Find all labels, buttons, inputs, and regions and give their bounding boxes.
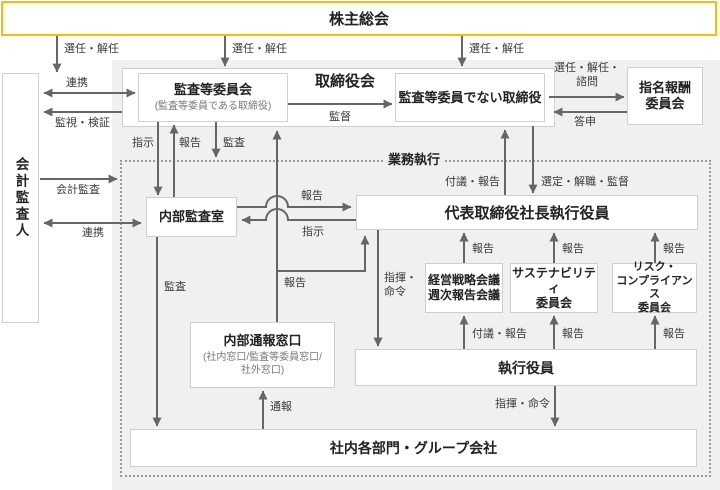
committee-3-line2: コンプライアンス [616, 274, 693, 301]
risk-compliance-committee-box: リスク・ コンプライアンス 委員会 [612, 261, 697, 314]
label-audit-1: 監査 [223, 137, 245, 149]
label-instruct-horizontal: 指示 [302, 226, 324, 238]
label-report-exec-2: 報告 [562, 328, 584, 340]
label-select-dismiss-supervise: 選定・解職・監督 [541, 176, 629, 188]
label-report-exec-3: 報告 [663, 328, 685, 340]
audit-committee-box: 監査等委員会 (監査等委員である取締役) [138, 73, 288, 122]
internal-audit-office-box: 内部監査室 [146, 197, 237, 237]
audit-committee-title: 監査等委員会 [173, 82, 252, 97]
ceo-label: 代表取締役社長執行役員 [444, 205, 610, 222]
label-report-committee-1: 報告 [472, 243, 494, 255]
label-report-committee-3: 報告 [663, 243, 685, 255]
ceo-box: 代表取締役社長執行役員 [356, 195, 698, 230]
label-consult-line2: 諮問 [576, 76, 598, 88]
label-accounting-audit: 会計監査 [56, 184, 100, 196]
label-appoint-dismiss-2: 選任・解任 [232, 43, 287, 55]
executive-officers-label: 執行役員 [498, 359, 554, 376]
committee-3-line1: リスク・ [632, 261, 677, 273]
accounting-auditor-label: 会計監査人 [13, 156, 29, 240]
internal-audit-office-label: 内部監査室 [158, 209, 224, 224]
committee-3-line3: 委員会 [638, 301, 671, 314]
label-instruct-1: 指示 [132, 137, 154, 149]
label-monitor-verify: 監視・検証 [55, 117, 110, 129]
label-cooperation-top: 連携 [66, 77, 88, 89]
audit-committee-subtitle: (監査等委員である取締役) [154, 101, 272, 112]
label-appoint-dismiss-1: 選任・解任 [64, 43, 119, 55]
whistleblowing-subtitle-line2: 社外窓口) [240, 365, 285, 376]
executive-officers-box: 執行役員 [355, 349, 697, 386]
label-reply: 答申 [574, 116, 596, 128]
shareholders-meeting-box: 株主総会 [1, 1, 717, 36]
label-whistle-report: 報告 [284, 277, 306, 289]
nomination-committee-line1: 指名報酬 [638, 80, 691, 95]
label-command-1-line1: 指揮・ [384, 272, 417, 284]
departments-group-companies-box: 社内各部門・グループ会社 [130, 429, 697, 467]
committee-2-line2: 委員会 [535, 295, 572, 310]
label-report-1: 報告 [179, 137, 201, 149]
label-cooperation-bottom: 連携 [82, 227, 104, 239]
arrow-whistle-report-branch [277, 235, 370, 272]
non-audit-directors-label: 監査等委員でない取締役 [398, 89, 542, 105]
committee-2-line1: サステナビリティ [512, 265, 596, 295]
management-strategy-meeting-box: 経営戦略会議 週次報告会議 [425, 263, 503, 313]
committee-1-line2: 週次報告会議 [427, 288, 500, 302]
board-of-directors-label: 取締役会 [314, 73, 375, 90]
whistleblowing-subtitle-line1: (社内窓口/監査等委員窓口/ [203, 352, 322, 363]
sustainability-committee-box: サステナビリティ 委員会 [510, 263, 598, 313]
committee-1-line1: 経営戦略会議 [427, 273, 500, 287]
label-command-2: 指揮・命令 [495, 398, 550, 410]
label-command-1-line2: 命令 [384, 286, 406, 298]
shareholders-meeting-label: 株主総会 [328, 11, 389, 28]
label-audit-2: 監査 [164, 281, 186, 293]
non-audit-directors-box: 監査等委員でない取締役 [395, 73, 545, 122]
label-appoint-dismiss-3: 選任・解任 [469, 43, 524, 55]
business-execution-label: 業務執行 [383, 148, 446, 169]
label-submit-report-top: 付議・報告 [445, 176, 500, 188]
label-report-horizontal: 報告 [301, 190, 323, 202]
label-consult-line1: 選任・解任・ [554, 62, 620, 74]
nomination-remuneration-committee-box: 指名報酬 委員会 [627, 67, 703, 125]
nomination-committee-line2: 委員会 [645, 96, 685, 111]
arrow-report-horizontal [237, 195, 352, 212]
label-report-committee-2: 報告 [562, 243, 584, 255]
label-supervision: 監督 [329, 111, 351, 123]
whistleblowing-desk-box: 内部通報窓口 (社内窓口/監査等委員窓口/ 社外窓口) [190, 322, 335, 388]
label-notify: 通報 [270, 401, 292, 413]
arrow-instruct-horizontal [241, 208, 356, 225]
accounting-auditor-box: 会計監査人 [2, 73, 39, 323]
departments-label: 社内各部門・グループ会社 [329, 440, 498, 456]
label-submit-report-bottom: 付議・報告 [472, 328, 527, 340]
whistleblowing-title: 内部通報窓口 [223, 333, 302, 348]
